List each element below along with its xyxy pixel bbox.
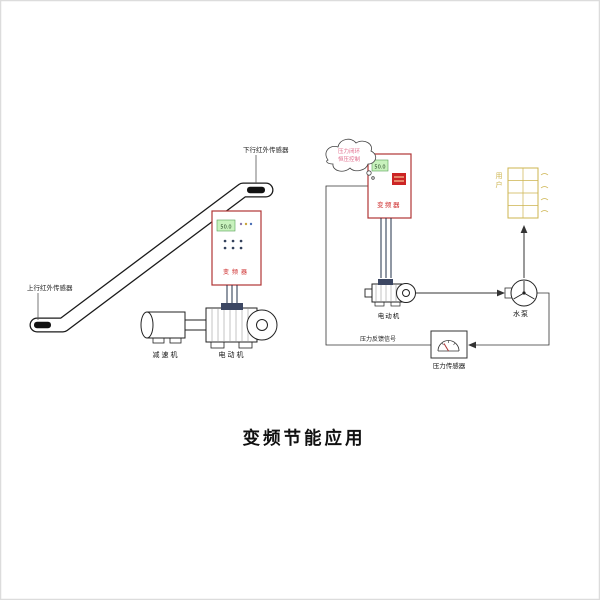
right-inverter-display-value: 50.0 (374, 165, 385, 171)
right-motor-wires (380, 218, 392, 278)
pump-label: 水泵 (513, 309, 529, 318)
right-inverter-display (371, 159, 389, 172)
right-motor-label: 电动机 (378, 311, 401, 320)
right-inverter: 50.0 变频器 (367, 153, 412, 219)
escalator-system: 下行红外传感器 上行红外传感器 50.0 变频器 减速机 (27, 145, 289, 359)
users-grid (507, 167, 549, 219)
right-inverter-label: 变频器 (377, 200, 401, 209)
left-inverter-display-value: 50.0 (220, 225, 231, 231)
diagram-title: 变频节能应用 (243, 428, 366, 449)
right-inverter-red-panel (392, 173, 406, 185)
feedback-signal-label: 压力反馈信号 (360, 335, 396, 343)
gauge-ticks (441, 340, 456, 346)
indicator-dot (239, 222, 243, 226)
sensor-tap-line (476, 292, 550, 346)
right-motor (364, 279, 416, 307)
pressure-sensor (430, 330, 468, 359)
users-arrowhead (520, 225, 528, 233)
pump-system: 压力反馈信号 50.0 变频器 压力闭环 恒压控制 (325, 138, 550, 370)
down-infrared-sensor-mark (247, 186, 265, 194)
motor-fins (375, 285, 397, 301)
pressure-sensor-label: 压力传感器 (433, 361, 466, 370)
pump-blades (513, 281, 535, 300)
left-motor-label: 电动机 (219, 350, 246, 359)
gauge-needle (443, 343, 449, 352)
water-pump (504, 279, 538, 307)
feedback-line (325, 185, 431, 346)
pump-arrowhead (497, 289, 505, 297)
users-marks (540, 173, 549, 213)
shaft (184, 319, 207, 331)
left-motor (205, 303, 278, 349)
users-label: 用户 (495, 172, 503, 190)
left-inverter-display (216, 219, 236, 232)
cloud-text-line1: 压力闭环 (338, 147, 361, 155)
cloud-text-line2: 恒压控制 (338, 155, 361, 163)
up-infrared-sensor-mark (34, 321, 51, 329)
indicator-dot (244, 222, 248, 226)
up-sensor-label: 上行红外传感器 (27, 283, 73, 292)
speech-cloud: 压力闭环 恒压控制 (325, 138, 377, 180)
sensor-arrowhead (468, 341, 476, 349)
reducer-label: 减速机 (153, 350, 180, 359)
terminal-box (378, 279, 393, 285)
left-inverter-label: 变频器 (223, 268, 250, 276)
terminal-box (221, 303, 243, 310)
left-motor-wires (226, 285, 238, 305)
down-sensor-label: 下行红外传感器 (243, 145, 289, 154)
red-panel-marks (394, 176, 404, 182)
indicator-dot (249, 222, 253, 226)
reducer (140, 311, 207, 344)
left-inverter: 50.0 变频器 (211, 210, 262, 286)
motor-fins (211, 309, 249, 341)
